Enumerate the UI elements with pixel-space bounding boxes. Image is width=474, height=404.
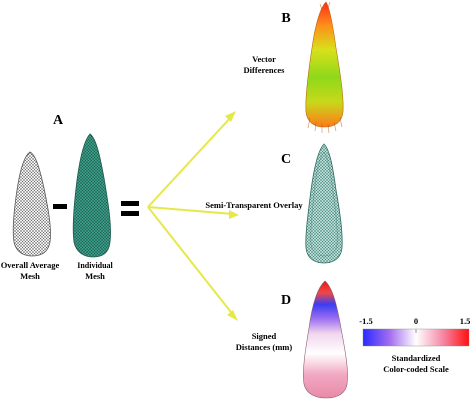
equals-sign-top [121, 201, 139, 206]
overlay-tooth [305, 143, 343, 264]
overall-average-mesh-label-line2: Mesh [20, 271, 40, 281]
vector-differences-tooth [305, 1, 344, 134]
vector-differences-label-line2: Differences [244, 65, 286, 75]
minus-sign [53, 204, 67, 209]
arrow-to-c [147, 206, 239, 219]
vector-differences-label-line1: Vector [252, 54, 276, 64]
panel-label-b: B [281, 11, 290, 26]
signed-distances-tooth [303, 280, 348, 399]
panel-label-d: D [281, 293, 291, 308]
overall-average-mesh-label-line1: Overall Average [1, 260, 60, 270]
scale-mid-label: 0 [414, 316, 418, 326]
semi-transparent-overlay-label: Semi-Transparent Overlay [205, 200, 303, 210]
scale-title-line1: Standardized [392, 353, 441, 363]
scale-min-label: -1.5 [359, 316, 372, 326]
individual-mesh-label-line2: Mesh [85, 271, 105, 281]
signed-distances-label-line2: Distances (mm) [236, 342, 293, 352]
individual-mesh-label-line1: Individual [77, 261, 113, 270]
panel-label-c: C [281, 152, 291, 167]
panel-label-a: A [53, 113, 64, 128]
average-mesh-tooth [12, 151, 51, 257]
scale-title-line2: Color-coded Scale [383, 364, 449, 374]
arrow-to-d [147, 206, 238, 321]
individual-mesh-tooth [72, 133, 111, 258]
equals-sign-bottom [121, 211, 139, 216]
arrow-to-b [147, 111, 236, 208]
scale-max-label: 1.5 [460, 316, 471, 326]
signed-distances-label-line1: Signed [252, 331, 277, 341]
